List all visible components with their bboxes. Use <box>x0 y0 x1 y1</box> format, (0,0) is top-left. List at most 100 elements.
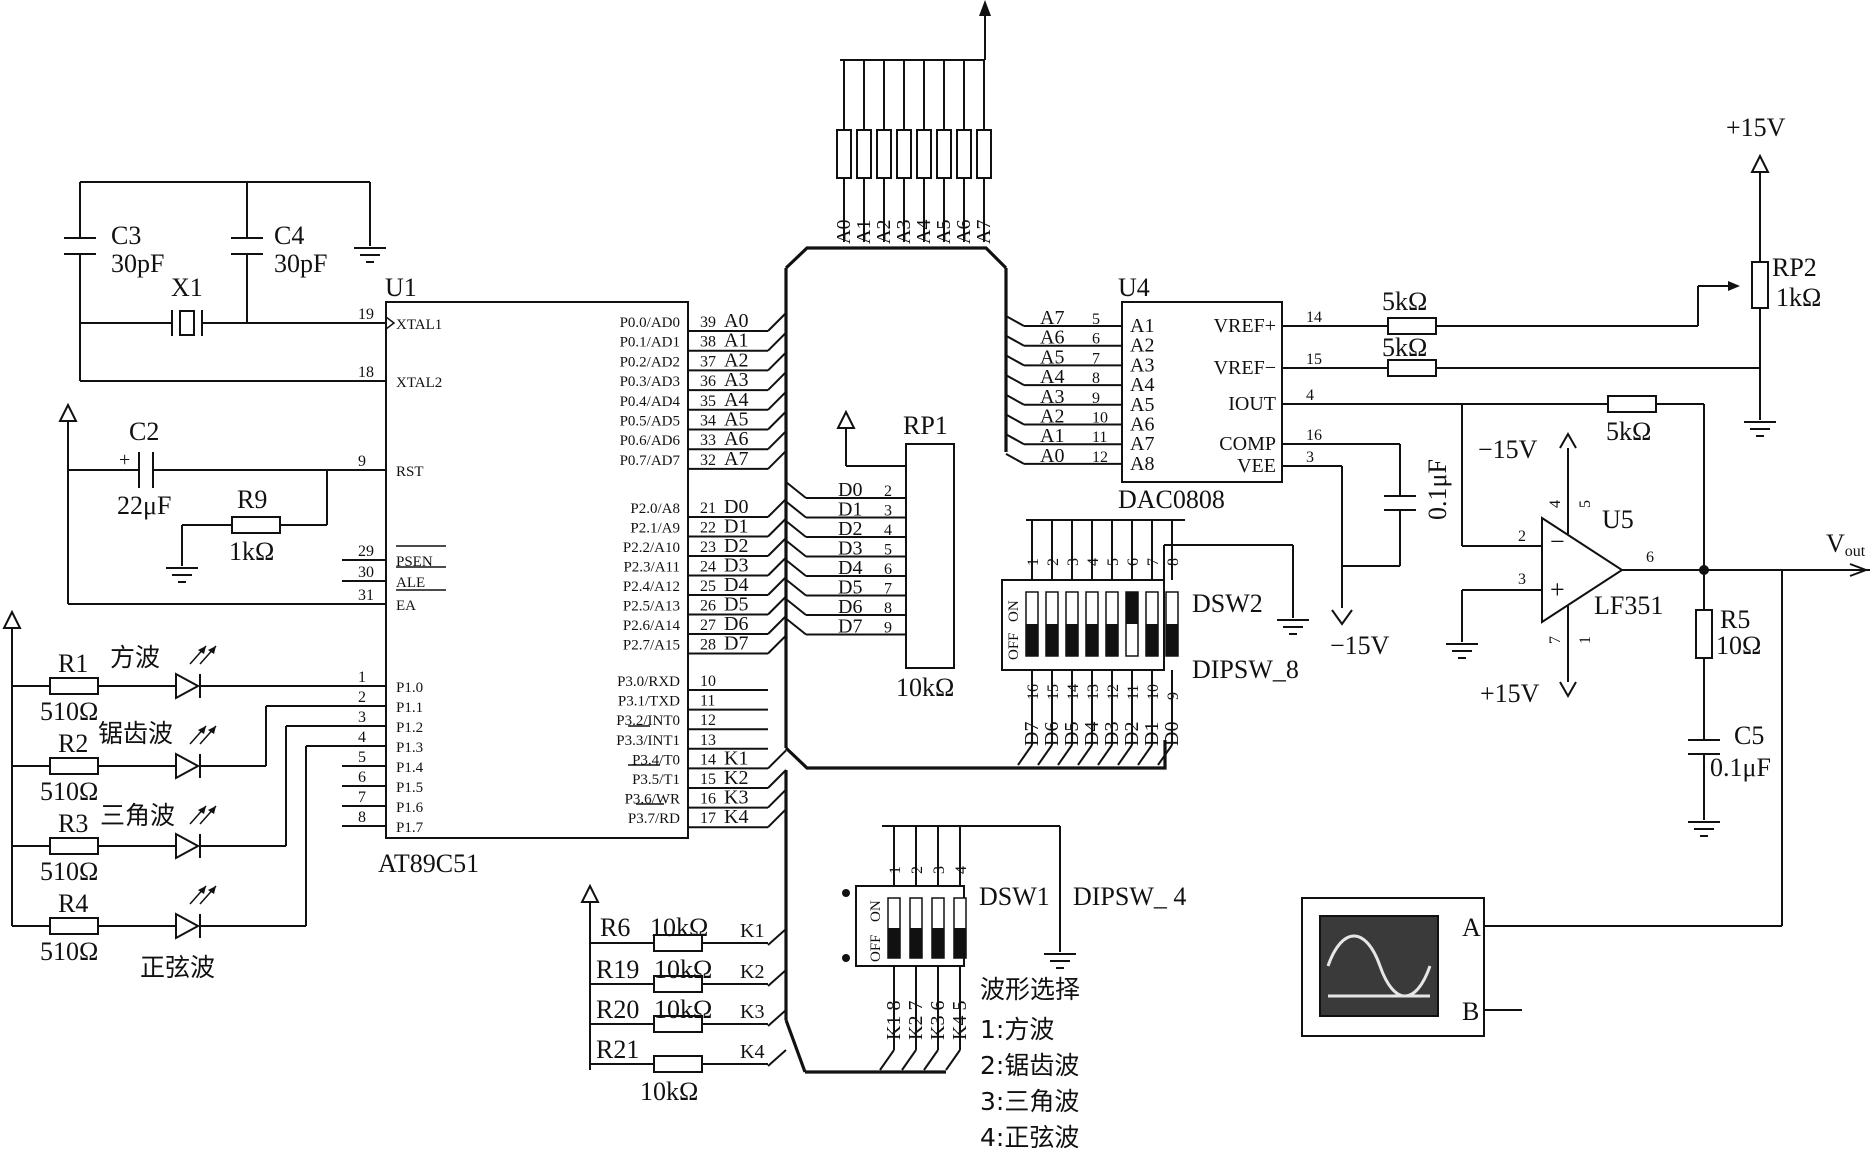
net-label: K2 <box>740 961 764 983</box>
dsw2-switch-knob <box>1106 624 1118 656</box>
u4-pin-name: VREF− <box>1214 357 1276 379</box>
u4-pin-name: VEE <box>1237 455 1276 477</box>
led-icon <box>175 752 201 780</box>
u4-pin-name: COMP <box>1219 433 1276 455</box>
u1-pin-name: P0.2/AD2 <box>620 354 680 370</box>
dsw1-pin: 4 <box>953 866 970 874</box>
vcc-arrow-icon <box>837 411 855 429</box>
led-res-value: 510Ω <box>40 857 98 886</box>
net-label: D6 <box>838 596 862 618</box>
rp1-pin: 4 <box>884 522 892 539</box>
rp2-ref: RP2 <box>1772 253 1817 282</box>
vcc-arrow-icon <box>3 611 21 629</box>
u1-pin-name: P3.2/INT0 <box>616 713 680 729</box>
u1-pin-number: 32 <box>700 452 716 469</box>
c4-label: C4 <box>274 221 304 250</box>
net-label: A2 <box>1040 406 1064 428</box>
pullup-resistor <box>896 129 912 179</box>
u5-pin: 3 <box>1518 571 1526 588</box>
c3-value: 30pF <box>111 249 164 278</box>
dsw1-key-label: K1 8 <box>883 1001 905 1040</box>
vcc-arrow-icon <box>59 404 77 422</box>
net-label: D4 <box>1081 722 1103 746</box>
u5-opamp: −15V +15V U5 LF351 2 3 6 4 5 7 1 − + Vou… <box>1445 431 1870 708</box>
net-label: A3 <box>893 220 915 244</box>
u1-pin-name: P2.4/A12 <box>623 579 680 595</box>
scope-channel-a: A <box>1462 913 1481 942</box>
u1-pin-name: P1.6 <box>396 800 424 816</box>
dsw1-key-label: K3 6 <box>927 1001 949 1040</box>
u1-pin-name: P3.1/TXD <box>618 694 680 710</box>
u1-pin-number: 18 <box>358 364 374 381</box>
net-label: K1 <box>724 747 748 769</box>
u4-pin-number: 10 <box>1092 410 1108 427</box>
u1-pin-name: P2.3/A11 <box>623 560 680 576</box>
net-label: K1 <box>740 920 764 942</box>
u4-pin-number: 11 <box>1092 429 1107 446</box>
u1-pin-number: 9 <box>358 453 366 470</box>
dsw2-pin: 2 <box>1045 558 1062 566</box>
dsw2-switch-knob <box>1166 624 1178 656</box>
c5-label: C5 <box>1734 721 1764 750</box>
wave-select-legend: 波形选择 1:方波 2:锯齿波 3:三角波 4:正弦波 <box>980 975 1080 1152</box>
u1-left-pins: 19XTAL118XTAL29RST29PSEN30ALE31EA1P1.02P… <box>342 306 446 836</box>
u1-pin-name: P2.5/A13 <box>623 599 680 615</box>
u1-ref: U1 <box>385 273 417 302</box>
u1-pin-number: 22 <box>700 520 716 537</box>
wave-select-item: 2:锯齿波 <box>980 1051 1079 1080</box>
u4-pin-name: A1 <box>1130 315 1154 337</box>
u1-pin-number: 5 <box>358 749 366 766</box>
u5-part: LF351 <box>1594 591 1663 620</box>
rp1-pin: 2 <box>884 483 892 500</box>
c2-value: 22μF <box>117 491 171 520</box>
rp2-supply: +15V <box>1726 113 1786 142</box>
dsw2-pin: 3 <box>1065 558 1082 566</box>
u4-pin-name: A8 <box>1130 453 1154 475</box>
net-label: D4 <box>724 574 748 596</box>
vcc-arrow-icon <box>581 885 599 903</box>
net-label: A4 <box>724 389 748 411</box>
u1-pin-name: P0.6/AD6 <box>620 433 681 449</box>
u1-pin-name: EA <box>396 598 416 614</box>
oscilloscope: A B <box>1301 570 1783 1037</box>
led-label: 方波 <box>110 643 160 672</box>
net-label: A3 <box>1040 386 1064 408</box>
dsw1-pin: 2 <box>909 866 926 874</box>
led-resistor <box>49 757 99 775</box>
net-label: A5 <box>724 409 748 431</box>
net-label: D3 <box>724 555 748 577</box>
vref-minus-res-value: 5kΩ <box>1382 333 1427 362</box>
rp1-pin: 5 <box>884 542 892 559</box>
led-res-ref: R4 <box>58 889 88 918</box>
net-label: D2 <box>838 518 862 540</box>
net-label: D6 <box>724 613 748 635</box>
net-label: D1 <box>1141 722 1163 746</box>
dsw2-pin: 1 <box>1025 558 1042 566</box>
u1-pin-name: P3.4/T0 <box>632 752 680 768</box>
dsw2-switch-knob <box>1026 624 1038 656</box>
crystal-circuit: C3 30pF C4 30pF X1 <box>64 181 387 382</box>
u4-pin-number: 4 <box>1306 387 1314 404</box>
led-resistor <box>49 677 99 695</box>
u1-pin-number: 2 <box>358 689 366 706</box>
u1-pin-number: 36 <box>700 373 716 390</box>
ground-icon <box>353 247 387 263</box>
net-label: A0 <box>833 220 855 244</box>
u1-pin-number: 25 <box>700 578 716 595</box>
bus <box>784 246 1167 1074</box>
dsw2-pin: 4 <box>1085 558 1102 566</box>
net-label: D0 <box>724 496 748 518</box>
u1-pin-number: 8 <box>358 809 366 826</box>
u1-pin-number: 23 <box>700 539 716 556</box>
net-label: D3 <box>838 538 862 560</box>
u1-pin-number: 24 <box>700 559 716 576</box>
u1-pin-number: 30 <box>358 564 374 581</box>
u1-pin-name: P1.7 <box>396 820 424 836</box>
r5-label: R5 <box>1720 605 1750 634</box>
u1-pin-number: 21 <box>700 500 716 517</box>
net-label: D0 <box>1161 722 1183 746</box>
dsw2-pin: 10 <box>1145 684 1162 700</box>
